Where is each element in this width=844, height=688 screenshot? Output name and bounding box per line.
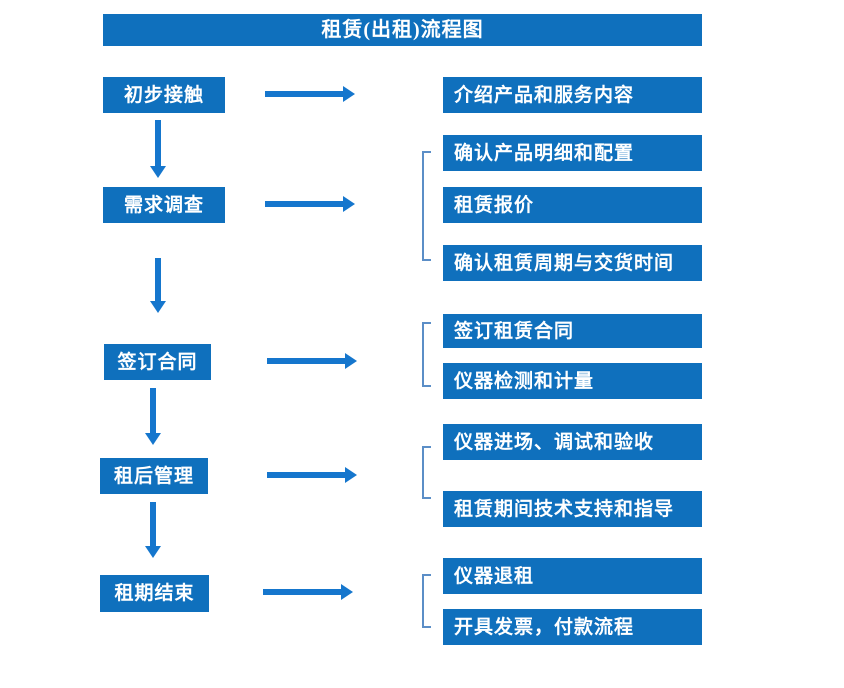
right-arrow-5-head (341, 584, 353, 600)
output-box-confirm-product-details: 确认产品明细和配置 (443, 135, 702, 171)
stage-box-lease-end: 租期结束 (100, 575, 209, 612)
right-arrow-2 (265, 196, 355, 212)
bracket-group-sign-contract (422, 322, 431, 387)
stage-box-post-rental-management: 租后管理 (100, 458, 208, 494)
down-arrow-3-shaft (150, 388, 156, 434)
down-arrow-3-head (145, 433, 161, 445)
output-box-instrument-entry: 仪器进场、调试和验收 (443, 424, 702, 460)
bracket-group-lease-end (422, 574, 431, 628)
output-box-introduce-products: 介绍产品和服务内容 (443, 77, 702, 113)
right-arrow-4-head (345, 467, 357, 483)
down-arrow-2-head (150, 301, 166, 313)
down-arrow-4-head (145, 546, 161, 558)
output-box-technical-support: 租赁期间技术支持和指导 (443, 491, 702, 527)
right-arrow-1-shaft (265, 91, 344, 97)
down-arrow-1-head (150, 166, 166, 178)
right-arrow-5-shaft (263, 589, 342, 595)
right-arrow-3-shaft (267, 358, 346, 364)
down-arrow-1-shaft (155, 120, 161, 167)
right-arrow-2-head (343, 196, 355, 212)
down-arrow-1 (150, 120, 166, 178)
right-arrow-3 (267, 353, 357, 369)
output-box-instrument-return: 仪器退租 (443, 558, 702, 594)
output-box-sign-rental-contract: 签订租赁合同 (443, 314, 702, 348)
bracket-group-post-rental (422, 446, 431, 499)
down-arrow-3 (145, 388, 161, 445)
stage-box-demand-survey: 需求调查 (103, 187, 225, 223)
down-arrow-4-shaft (150, 502, 156, 547)
output-box-invoice-payment: 开具发票，付款流程 (443, 609, 702, 645)
bracket-group-demand-survey (422, 151, 431, 261)
output-box-rental-quote: 租赁报价 (443, 187, 702, 223)
right-arrow-3-head (345, 353, 357, 369)
down-arrow-2-shaft (155, 258, 161, 302)
flowchart-title: 租赁(出租)流程图 (103, 14, 702, 46)
right-arrow-5 (263, 584, 353, 600)
right-arrow-1 (265, 86, 355, 102)
output-box-confirm-rental-period: 确认租赁周期与交货时间 (443, 245, 702, 281)
stage-box-sign-contract: 签订合同 (104, 344, 211, 380)
right-arrow-1-head (343, 86, 355, 102)
output-box-instrument-testing: 仪器检测和计量 (443, 363, 702, 399)
right-arrow-2-shaft (265, 201, 344, 207)
stage-box-initial-contact: 初步接触 (103, 77, 225, 113)
right-arrow-4 (267, 467, 357, 483)
down-arrow-4 (145, 502, 161, 558)
down-arrow-2 (150, 258, 166, 313)
right-arrow-4-shaft (267, 472, 346, 478)
